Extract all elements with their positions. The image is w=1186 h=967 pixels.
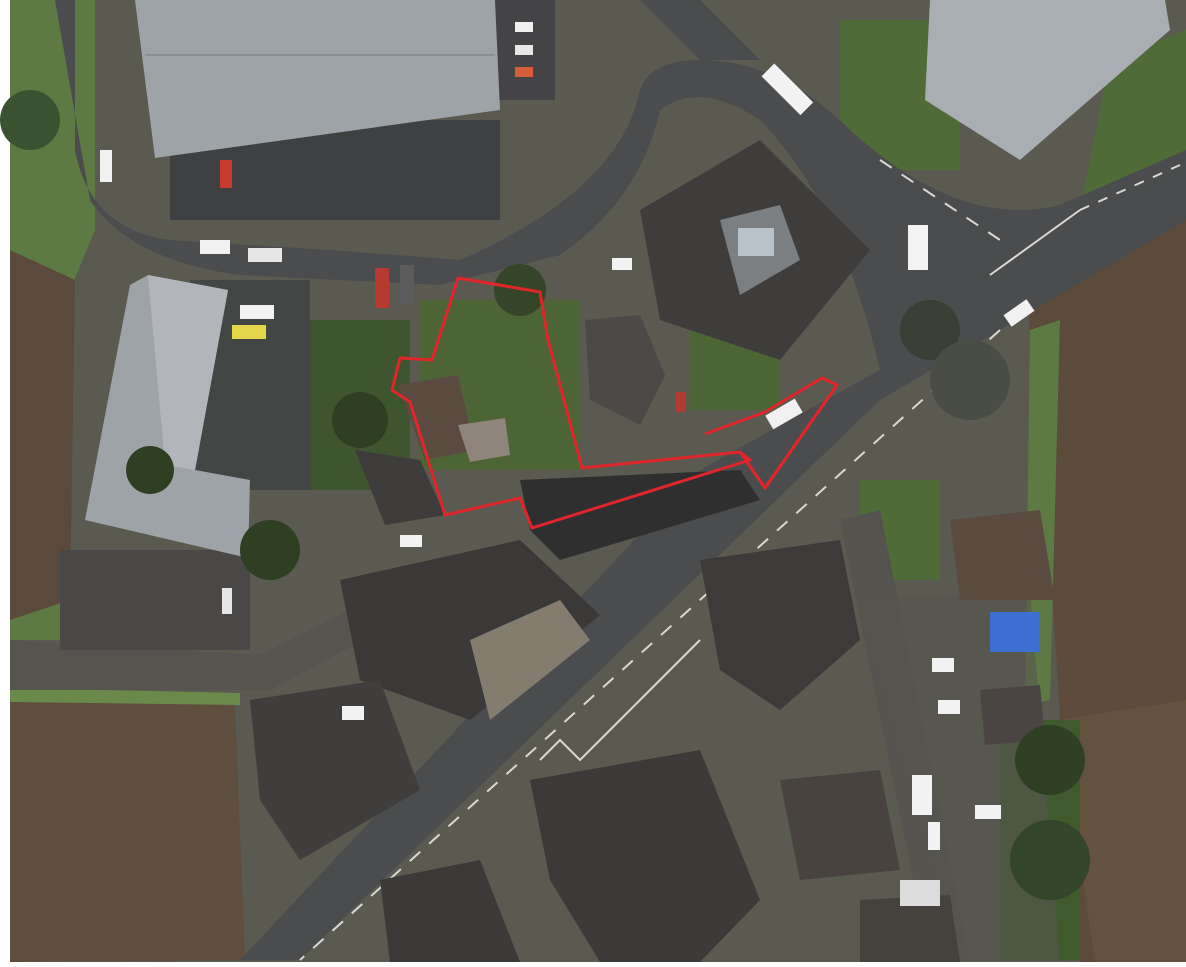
field-southwest [10, 700, 245, 962]
industrial-unit-northeast [925, 0, 1170, 160]
buildings-industrial [85, 0, 1170, 558]
lane-east-parking [860, 590, 1060, 962]
house-north [585, 315, 665, 425]
site-boundary-line-west [390, 277, 839, 530]
track-west [10, 585, 420, 690]
field-east-south [1060, 700, 1186, 962]
main-road-network [55, 0, 1186, 960]
house-east [950, 510, 1055, 600]
buildings-residential [250, 140, 1055, 962]
terrace-row [520, 470, 760, 560]
trees [0, 90, 1090, 900]
field-west-brown [10, 250, 75, 620]
field-east-edge [1025, 320, 1060, 705]
vehicles [100, 22, 1035, 906]
industrial-unit-north [135, 0, 500, 158]
swimming-pool [990, 612, 1040, 652]
north-road [640, 0, 760, 60]
fields [10, 0, 1186, 962]
church-block [530, 750, 760, 962]
road-centre-line [299, 329, 1001, 961]
skylight [738, 228, 774, 256]
car-park-southwest [60, 550, 250, 650]
house-in-site [398, 375, 475, 460]
block-southwest [250, 680, 420, 860]
block-central [340, 540, 600, 720]
field-southwest-hedge [10, 688, 240, 705]
block-southeast-road [700, 540, 860, 710]
